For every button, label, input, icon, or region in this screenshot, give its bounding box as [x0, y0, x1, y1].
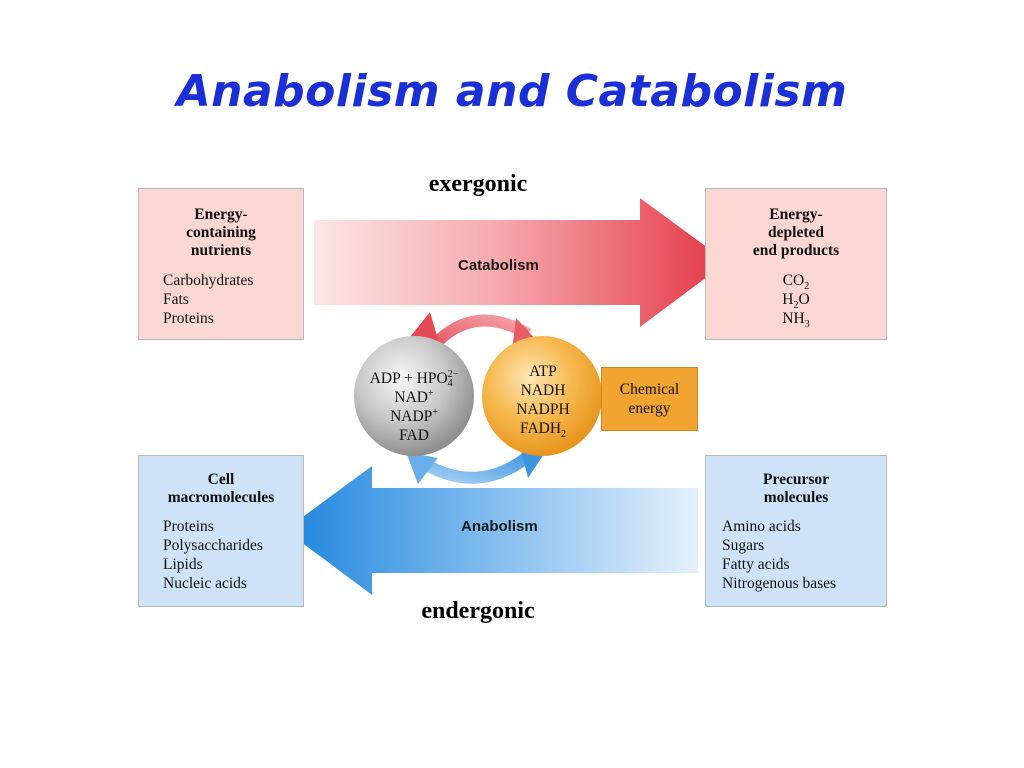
precursors-heading: Precursor molecules	[763, 471, 829, 506]
precursors-list: Amino acids Sugars Fatty acids Nitrogeno…	[722, 517, 886, 593]
orange-circle-text: ATP NADH NADPH FADH2	[516, 363, 570, 441]
list-item: Proteins	[163, 310, 214, 327]
list-item: Amino acids	[722, 518, 801, 535]
list-item: Nitrogenous bases	[722, 575, 837, 592]
nutrients-list: Carbohydrates Fats Proteins	[163, 271, 303, 328]
list-item: Proteins	[163, 518, 214, 535]
list-item: Polysaccharides	[163, 537, 263, 554]
list-item: H2O	[782, 291, 810, 312]
orange-circle	[482, 336, 602, 456]
nutrients-heading: Energy- containing nutrients	[186, 206, 256, 259]
list-item: NH3	[782, 310, 810, 331]
end-products-heading: Energy- depleted end products	[752, 206, 840, 259]
page-title: Anabolism and Catabolism	[176, 66, 848, 117]
list-item: Fatty acids	[722, 556, 790, 573]
list-item: Carbohydrates	[163, 272, 254, 289]
list-item: CO2	[782, 272, 810, 293]
end-products-list: CO2 H2O NH3	[706, 271, 886, 331]
catabolism-label: Catabolism	[458, 257, 539, 274]
list-item: Fats	[163, 291, 189, 308]
end-products-box: Energy- depleted end products CO2 H2O NH…	[705, 188, 887, 340]
endergonic-label: endergonic	[421, 598, 535, 624]
exergonic-label: exergonic	[428, 171, 528, 197]
macromolecules-list: Proteins Polysaccharides Lipids Nucleic …	[163, 517, 303, 593]
list-item: Sugars	[722, 537, 765, 554]
gray-circle	[354, 336, 474, 456]
catabolism-arrow	[314, 198, 727, 327]
list-item: Lipids	[163, 556, 203, 573]
list-item: Nucleic acids	[163, 575, 247, 592]
cycle-arc-bottom	[414, 445, 540, 484]
macromolecules-heading: Cell macromolecules	[167, 471, 275, 506]
precursors-box: Precursor molecules Amino acids Sugars F…	[705, 455, 887, 607]
anabolism-label: Anabolism	[461, 518, 538, 535]
nutrients-box: Energy- containing nutrients Carbohydrat…	[138, 188, 304, 340]
chemical-energy-box: Chemical energy	[601, 367, 698, 431]
macromolecules-box: Cell macromolecules Proteins Polysacchar…	[138, 455, 304, 607]
anabolism-arrow	[285, 466, 698, 595]
